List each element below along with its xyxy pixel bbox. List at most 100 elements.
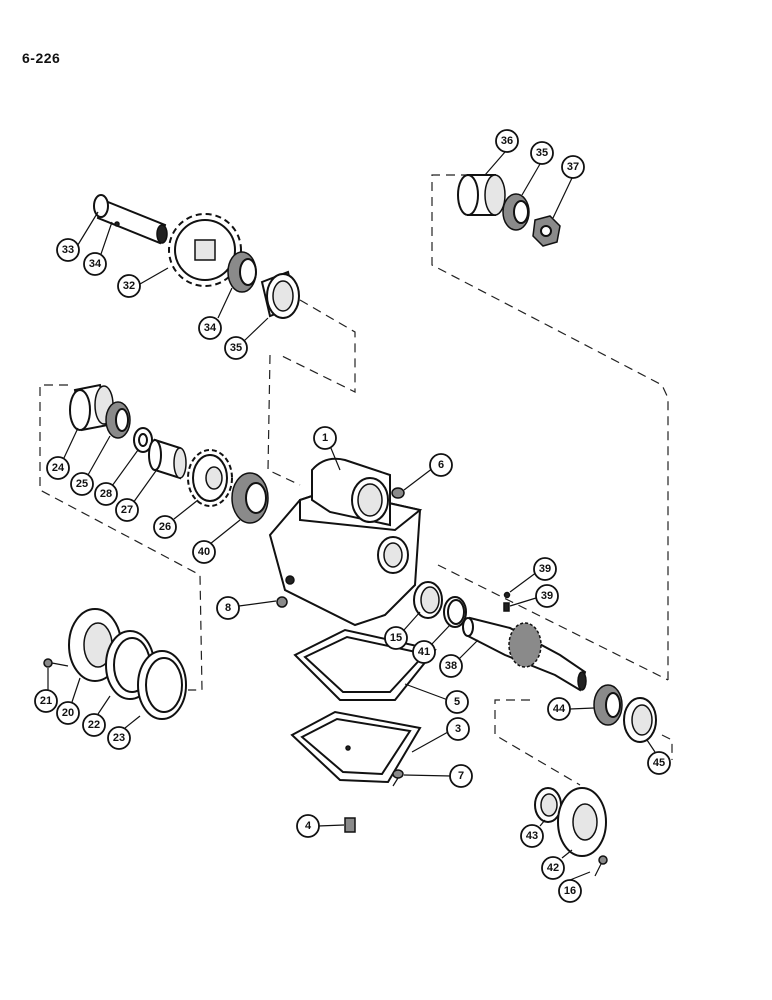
svg-text:34: 34 [204, 322, 217, 334]
gear-26 [187, 449, 233, 507]
shaft-32 [93, 194, 168, 245]
page-number: 6-226 [22, 50, 61, 66]
callout-3: 3 [446, 717, 470, 741]
callout-35-left: 35 [224, 336, 248, 360]
nut-36 [532, 215, 561, 247]
callout-35-right: 36 [495, 129, 519, 153]
callout-40: 40 [192, 540, 216, 564]
housing-1 [268, 457, 423, 627]
callout-27: 27 [115, 498, 139, 522]
svg-text:42: 42 [547, 862, 559, 874]
bearing-34-right [502, 193, 530, 231]
svg-text:5: 5 [454, 696, 460, 708]
svg-text:25: 25 [76, 478, 88, 490]
svg-text:23: 23 [113, 732, 125, 744]
key-39 [503, 602, 510, 612]
bolt-21 [43, 658, 69, 668]
svg-text:43: 43 [526, 830, 538, 842]
svg-text:40: 40 [198, 546, 210, 558]
svg-text:20: 20 [62, 707, 74, 719]
output-shaft-37 [462, 616, 587, 692]
svg-text:27: 27 [121, 504, 133, 516]
bearing-25 [105, 401, 131, 439]
svg-text:33: 33 [62, 244, 74, 256]
callout-42: 42 [541, 856, 565, 880]
callout-labels: 33 34 32 34 35 36 35 37 24 25 28 27 26 4… [34, 129, 671, 903]
pin-38 [503, 591, 511, 599]
callout-20: 20 [56, 701, 80, 725]
svg-text:15: 15 [390, 632, 402, 644]
callout-34-right: 35 [530, 141, 554, 165]
svg-text:3: 3 [455, 723, 461, 735]
svg-text:35: 35 [536, 147, 548, 159]
leader-lines [47, 151, 656, 881]
callout-24: 24 [46, 456, 70, 480]
seal-15 [413, 581, 443, 619]
callout-28: 28 [94, 482, 118, 506]
callout-5: 5 [445, 690, 469, 714]
svg-text:1: 1 [322, 432, 328, 444]
callout-16: 16 [558, 879, 582, 903]
svg-text:44: 44 [553, 703, 566, 715]
callout-44: 44 [547, 697, 571, 721]
callout-31: 32 [117, 274, 141, 298]
callout-32: 33 [56, 238, 80, 262]
callout-26: 26 [153, 515, 177, 539]
svg-text:32: 32 [123, 280, 135, 292]
bearing-44 [593, 684, 623, 726]
bolt-16 [594, 855, 608, 877]
cup-24 [69, 383, 114, 432]
svg-text:8: 8 [225, 602, 231, 614]
ring-41 [443, 596, 467, 628]
washer-28 [133, 427, 153, 453]
svg-text:39: 39 [539, 563, 551, 575]
bearing-40 [231, 472, 269, 524]
dashed-group-lines [39, 174, 673, 786]
svg-text:22: 22 [88, 719, 100, 731]
svg-text:7: 7 [458, 770, 464, 782]
cover-3 [290, 710, 422, 784]
callout-7: 7 [449, 764, 473, 788]
callout-37: 38 [439, 654, 463, 678]
callout-25: 25 [70, 472, 94, 496]
callout-33: 34 [83, 252, 107, 276]
svg-text:36: 36 [501, 135, 513, 147]
gasket-5 [293, 628, 437, 701]
plug-6 [391, 487, 405, 499]
callout-39: 39 [535, 584, 559, 608]
callout-8: 8 [216, 596, 240, 620]
svg-text:35: 35 [230, 342, 242, 354]
svg-text:21: 21 [40, 695, 52, 707]
svg-text:26: 26 [159, 521, 171, 533]
gear-31 [168, 213, 242, 287]
callout-15: 15 [384, 626, 408, 650]
svg-text:34: 34 [89, 258, 102, 270]
callout-1: 1 [313, 426, 337, 450]
callout-38: 39 [533, 557, 557, 581]
plug-8 [276, 596, 288, 608]
cup-45 [623, 697, 657, 743]
callout-34-left: 34 [198, 316, 222, 340]
svg-text:37: 37 [567, 161, 579, 173]
callout-4: 4 [296, 814, 320, 838]
svg-text:38: 38 [445, 660, 457, 672]
needle-bearing-27 [148, 438, 187, 480]
callout-36: 37 [561, 155, 585, 179]
callout-43: 43 [520, 824, 544, 848]
svg-text:28: 28 [100, 488, 112, 500]
svg-text:39: 39 [541, 590, 553, 602]
callout-45: 45 [647, 751, 671, 775]
svg-text:4: 4 [305, 820, 312, 832]
cup-35-left [260, 270, 300, 319]
callout-22: 22 [82, 713, 106, 737]
retainer-42 [557, 787, 607, 857]
svg-text:24: 24 [52, 462, 65, 474]
svg-text:45: 45 [653, 757, 665, 769]
svg-text:16: 16 [564, 885, 576, 897]
callout-23: 23 [107, 726, 131, 750]
svg-text:41: 41 [418, 646, 430, 658]
seal-43 [534, 787, 562, 823]
bearing-34-left [227, 251, 257, 293]
callout-41: 41 [412, 640, 436, 664]
